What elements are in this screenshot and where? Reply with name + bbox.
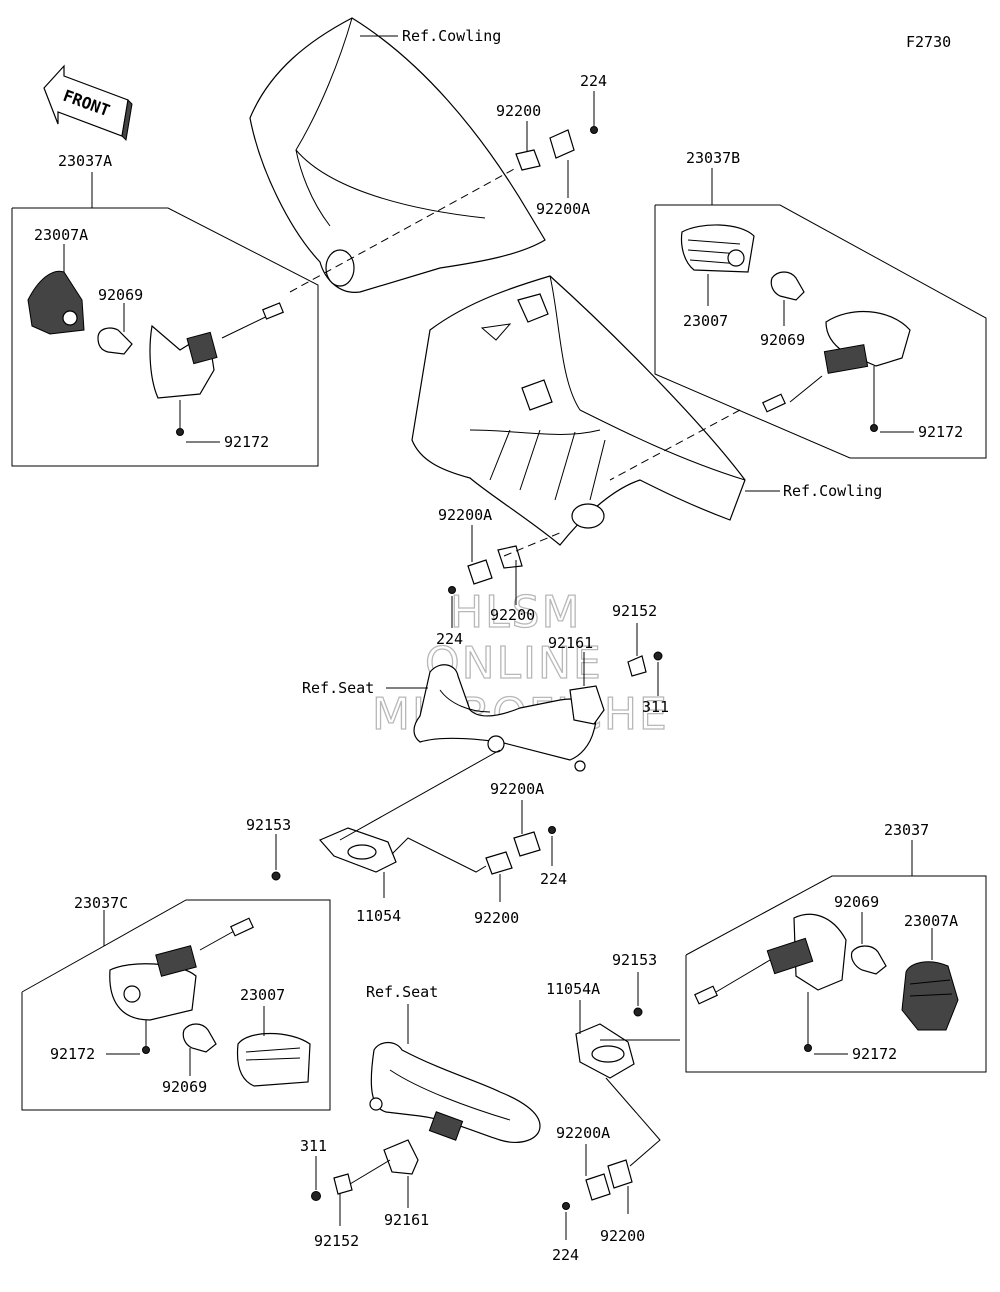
part-92200a-top: 92200A: [536, 200, 590, 218]
part-92200a-mid-right: 92200A: [490, 780, 544, 798]
assembly-a-part-1: 23007A: [34, 226, 88, 244]
part-224-lower: 224: [552, 1246, 579, 1264]
part-92153-mid: 92153: [246, 816, 291, 834]
assembly-23037b: 23037B 23007 92069 92172: [654, 149, 987, 459]
assembly-b-part-2: 92069: [760, 331, 805, 349]
assembly-d-label: 23037: [884, 821, 929, 839]
ref-seat-mid: Ref.Seat: [302, 679, 374, 697]
part-92200a-lower: 92200A: [556, 1124, 610, 1142]
part-224-mid: 224: [436, 630, 463, 648]
lower-left-fasteners-drawing: [311, 1139, 419, 1201]
assembly-b-part-1: 23007: [683, 312, 728, 330]
part-92152-lower: 92152: [314, 1232, 359, 1250]
part-92200-mid: 92200: [490, 606, 535, 624]
part-92152-mid: 92152: [612, 602, 657, 620]
assembly-a-label: 23037A: [58, 152, 112, 170]
watermark-line-1: HLSM: [450, 587, 582, 638]
part-224-top: 224: [580, 72, 607, 90]
assembly-a-part-3: 92172: [224, 433, 269, 451]
upper-bracket-drawing: [515, 126, 598, 171]
mid-right-bracket-drawing: [485, 826, 556, 875]
ref-seat-bottom: Ref.Seat: [366, 983, 438, 1001]
mid-fastener-drawing: [569, 651, 663, 725]
assembly-c-part-1: 23007: [240, 986, 285, 1004]
middle-cowling-drawing: [411, 275, 746, 546]
part-11054a-lower: 11054A: [546, 980, 600, 998]
assembly-c-label: 23037C: [74, 894, 128, 912]
part-92200a-mid: 92200A: [438, 506, 492, 524]
part-92200-lower: 92200: [600, 1227, 645, 1245]
ref-cowling-mid: Ref.Cowling: [783, 482, 882, 500]
assembly-23037: 23037 92069 23007A 92172: [685, 821, 987, 1073]
mid-left-bracket-drawing: [271, 827, 397, 881]
upper-cowling-drawing: [249, 17, 546, 293]
assembly-d-part-1: 92069: [834, 893, 879, 911]
part-224-mid-right: 224: [540, 870, 567, 888]
lower-right-bracket-drawing: [575, 1007, 643, 1079]
assembly-c-part-3: 92172: [50, 1045, 95, 1063]
ref-cowling-top: Ref.Cowling: [402, 27, 501, 45]
lower-right-clips-drawing: [562, 1159, 633, 1210]
part-92153-lower: 92153: [612, 951, 657, 969]
part-92200-mid-right: 92200: [474, 909, 519, 927]
assembly-23037a: 23037A 23007A 92069 92172: [11, 152, 319, 467]
part-11054-mid: 11054: [356, 907, 401, 925]
part-311-mid: 311: [642, 698, 669, 716]
assembly-d-part-2: 23007A: [904, 912, 958, 930]
assembly-a-part-2: 92069: [98, 286, 143, 304]
part-311-lower: 311: [300, 1137, 327, 1155]
figure-code: F2730: [906, 33, 951, 51]
assembly-c-part-2: 92069: [162, 1078, 207, 1096]
seat-bracket-mid-drawing: [413, 664, 597, 772]
assembly-23037c: 23037C 92172 92069 23007: [21, 894, 331, 1111]
part-92161-lower: 92161: [384, 1211, 429, 1229]
assembly-b-part-3: 92172: [918, 423, 963, 441]
assembly-b-label: 23037B: [686, 149, 740, 167]
front-arrow-icon: FRONT: [43, 64, 133, 142]
seat-bracket-lower-drawing: [369, 1041, 541, 1143]
part-92161-mid: 92161: [548, 634, 593, 652]
part-92200-top: 92200: [496, 102, 541, 120]
assembly-d-part-3: 92172: [852, 1045, 897, 1063]
